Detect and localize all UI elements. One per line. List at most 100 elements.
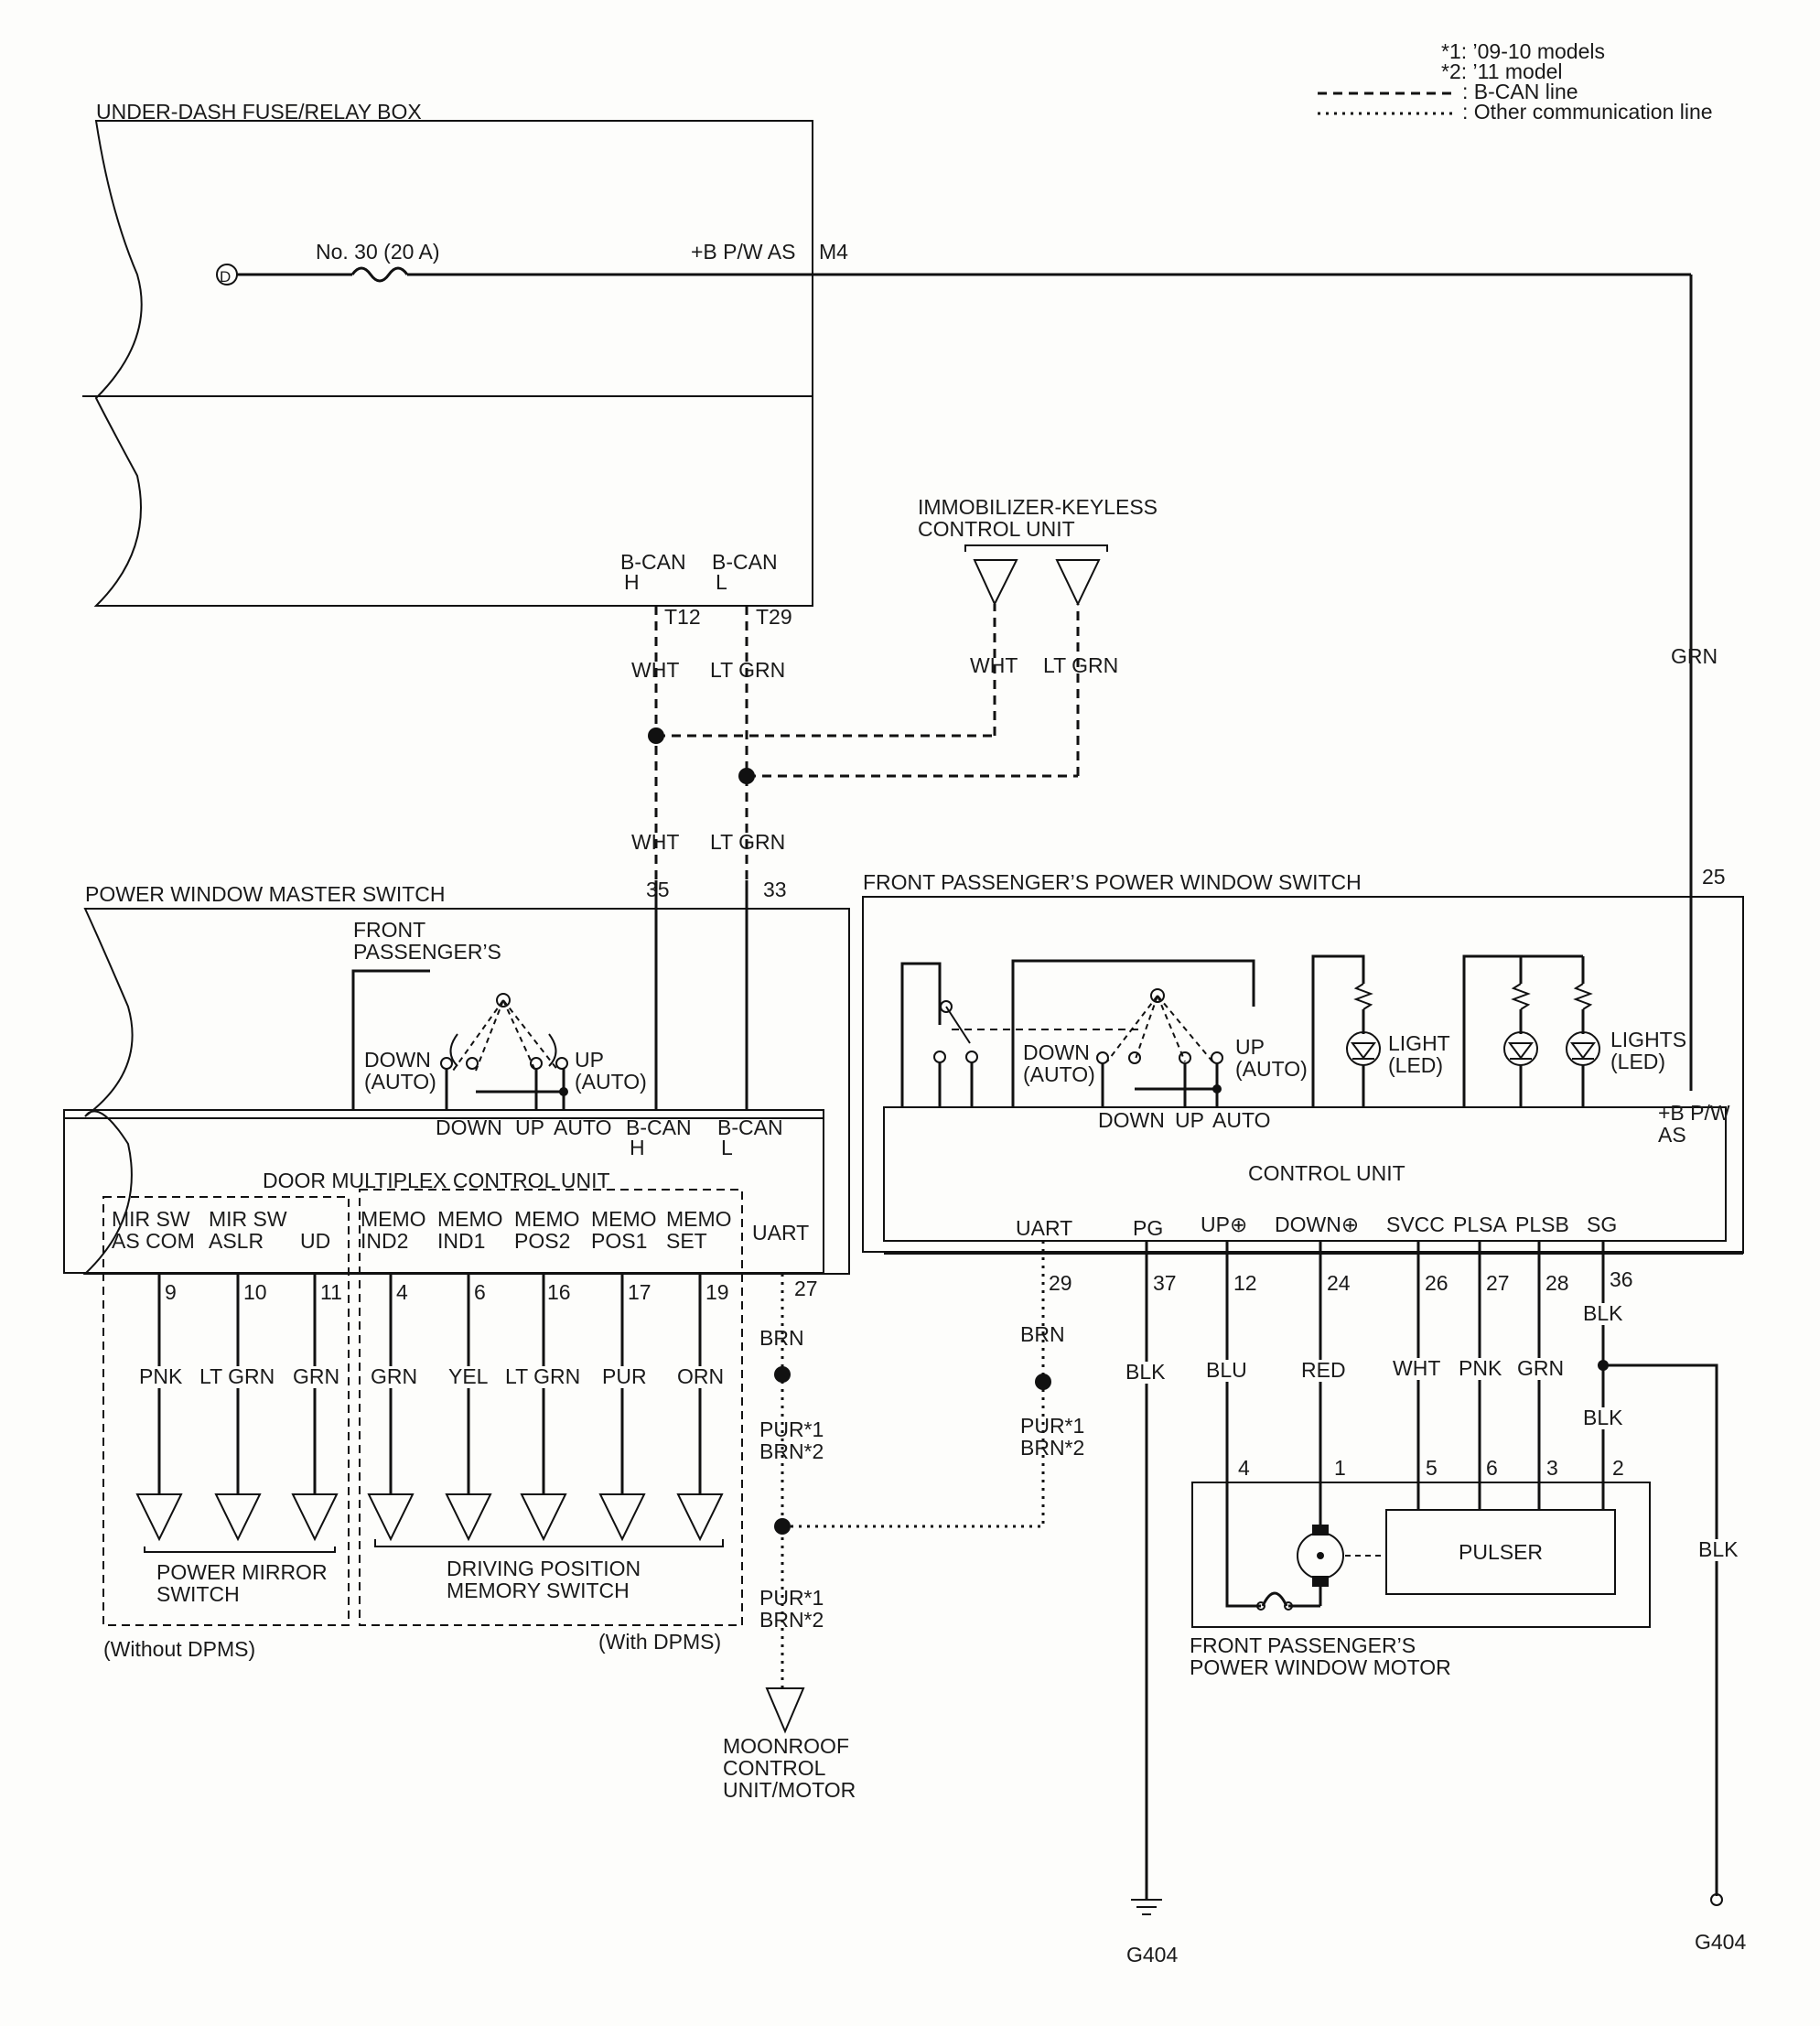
label-bg	[675, 1366, 725, 1388]
pin-name-4b: IND2	[361, 1229, 408, 1253]
master-up-1: UP	[575, 1048, 604, 1072]
immobilizer-bracket	[964, 544, 1108, 552]
t12-label: T12	[664, 605, 701, 629]
pin-num-19: 19	[705, 1280, 729, 1304]
passenger-window-switch: FRONT PASSENGER’S POWER WINDOW SWITCH 25…	[862, 865, 1744, 1255]
pp-num-26: 26	[1425, 1271, 1448, 1295]
label-bg	[1124, 1362, 1171, 1384]
motor-brush-top	[1312, 1525, 1329, 1536]
pp-num-37: 37	[1153, 1271, 1177, 1295]
moonroof-label-3: UNIT/MOTOR	[723, 1778, 856, 1802]
label-bg	[1581, 1303, 1627, 1325]
pin-num-4: 4	[396, 1280, 408, 1304]
pin-name-16b: POS2	[514, 1229, 570, 1253]
pin-name-19b: SET	[666, 1229, 707, 1253]
motor-return	[1225, 1592, 1320, 1608]
switch-b-pivot	[1150, 988, 1165, 1003]
pin-col-19: MEMO SET 19 ORN	[666, 1207, 732, 1542]
switch-b-frame	[1011, 959, 1255, 1107]
b-contact-1	[1096, 1051, 1109, 1064]
door-multiplex-box	[63, 1109, 824, 1274]
passenger-title: FRONT PASSENGER’S POWER WINDOW SWITCH	[863, 870, 1362, 894]
memory-bracket	[374, 1539, 724, 1547]
fuse-box-title: UNDER-DASH FUSE/RELAY BOX	[96, 100, 422, 124]
power-window-master-switch: POWER WINDOW MASTER SWITCH FRONT PASSENG…	[63, 880, 850, 1626]
switch-b-contacts	[1106, 995, 1213, 1062]
connector-icon	[291, 1493, 339, 1542]
label-bg	[1696, 1539, 1740, 1561]
connector-icon	[520, 1493, 567, 1542]
without-dpms: (Without DPMS)	[103, 1637, 255, 1661]
pp-plsa: PLSA	[1453, 1212, 1507, 1236]
pp-num-28: 28	[1545, 1271, 1569, 1295]
terminal-d-label: D	[220, 268, 231, 286]
lights-led-icon-2	[1566, 1031, 1600, 1066]
pin-color-10: LT GRN	[199, 1364, 275, 1388]
immobilizer-wht: WHT	[970, 653, 1018, 677]
pp-purbrn-b: BRN*2	[1020, 1436, 1084, 1460]
uart-splice-1	[774, 1366, 791, 1383]
pin-name-4a: MEMO	[361, 1207, 426, 1231]
master-down-2: (AUTO)	[364, 1070, 436, 1094]
wht-label-1: WHT	[631, 658, 679, 682]
pass-label-auto: AUTO	[1212, 1108, 1270, 1132]
fuse-label: No. 30 (20 A)	[316, 240, 440, 264]
switch-pivot	[496, 993, 511, 1008]
pin-color-11: GRN	[293, 1364, 339, 1388]
motor-box	[1191, 1482, 1651, 1628]
label-bg	[1457, 1358, 1504, 1380]
motor-brush-bottom	[1312, 1576, 1329, 1587]
pp-num-36: 36	[1610, 1267, 1633, 1291]
with-dpms: (With DPMS)	[598, 1630, 721, 1654]
contact-1	[440, 1057, 453, 1070]
moonroof-label-2: CONTROL	[723, 1756, 826, 1780]
memory-label-1: DRIVING POSITION	[447, 1557, 641, 1580]
pin-col-10: MIR SW ASLR 10 LT GRN	[198, 1207, 287, 1542]
pp-up: UP⊕	[1201, 1212, 1247, 1236]
fuse-no30-icon	[350, 266, 409, 283]
motor-axis	[1317, 1552, 1324, 1559]
memory-label-2: MEMORY SWITCH	[447, 1579, 630, 1602]
mirror-bracket	[144, 1546, 336, 1553]
pp-color-27: PNK	[1459, 1356, 1502, 1380]
pp-num-29: 29	[1049, 1271, 1072, 1295]
pass-up-1: UP	[1235, 1035, 1265, 1059]
b-contact-4	[1211, 1051, 1223, 1064]
switch-a-blade	[945, 1006, 971, 1044]
connector-icon	[214, 1493, 262, 1542]
label-bg	[1515, 1358, 1565, 1380]
pass-bplus-2: AS	[1658, 1123, 1686, 1147]
light-resistor-icon	[1353, 983, 1373, 1010]
lights-diode-symbols	[1508, 1042, 1596, 1060]
master-bcanl-2: L	[721, 1136, 733, 1159]
lights-frame	[1462, 954, 1585, 1107]
master-down-1: DOWN	[364, 1048, 431, 1072]
pin-color-4: GRN	[371, 1364, 417, 1388]
contact-3	[530, 1057, 543, 1070]
pin-name-10a: MIR SW	[209, 1207, 287, 1231]
pin-col-11: UD 11 GRN	[291, 1229, 342, 1542]
bcan-network: WHT LT GRN WHT LT GRN 35 33	[631, 604, 1080, 901]
pin-num-11: 11	[320, 1280, 342, 1304]
bcanh-label-2: H	[624, 570, 640, 594]
label-bg	[198, 1366, 280, 1388]
switch-arcs	[449, 1033, 557, 1067]
connector-icon	[367, 1493, 415, 1542]
thermal-terminal-1	[1256, 1601, 1265, 1611]
connector-ltgrn-icon	[1055, 559, 1101, 607]
fuse-relay-box: UNDER-DASH FUSE/RELAY BOX D No. 30 (20 A…	[82, 100, 1691, 629]
legend-note2: *2: ’11 model	[1441, 59, 1563, 83]
motor-pin-5: 5	[1426, 1456, 1438, 1480]
uart-purbrn-1b: BRN*2	[759, 1439, 824, 1463]
label-bg	[447, 1366, 492, 1388]
uart-purbrn-1a: PUR*1	[759, 1417, 824, 1441]
motor-title-1: FRONT PASSENGER’S	[1190, 1633, 1416, 1657]
pp-color-36: BLK	[1583, 1301, 1623, 1325]
connector-icon	[676, 1493, 724, 1542]
pin25-label: 25	[1702, 865, 1726, 889]
pp-color-29: BRN	[1020, 1322, 1065, 1346]
motor-pin-2: 2	[1612, 1456, 1624, 1480]
bcanh-label-1: B-CAN	[620, 550, 686, 574]
m4-label: M4	[819, 240, 848, 264]
